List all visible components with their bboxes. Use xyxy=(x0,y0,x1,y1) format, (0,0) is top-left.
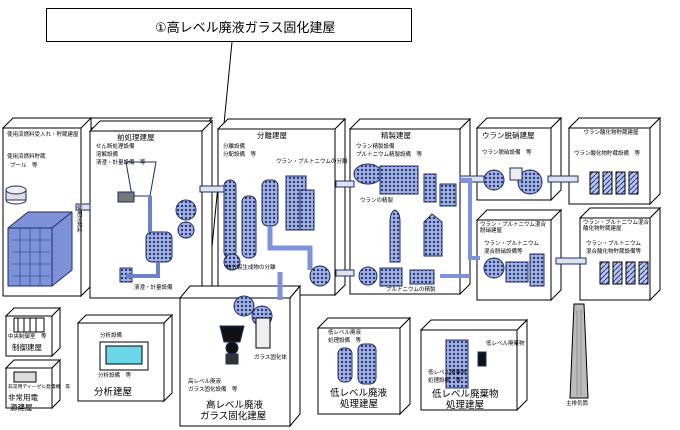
analysis-eq2: 分析設備 等 xyxy=(98,373,132,379)
upu-oxide-storage-eq2: 混合酸化物貯蔵設備等 xyxy=(586,249,642,255)
control-small-label: 中央制御室 等 xyxy=(8,334,47,340)
building-boxes xyxy=(1,116,662,428)
u-denitration-building-title: ウラン脱硝建屋 xyxy=(482,131,535,140)
separation-note2: 核分裂生成物の分離 xyxy=(226,265,276,271)
llw-solid-building-title-2: 処理建屋 xyxy=(446,400,485,411)
callout-box: ①高レベル廃液ガラス固化建屋 xyxy=(46,8,412,42)
separation-note1: ウラン・プルトニウムの分離 xyxy=(276,159,348,165)
u-oxide-storage-eq1: ウラン酸化物貯蔵設備 等 xyxy=(574,151,641,157)
hlw-eq2: ガラス固化設備 等 xyxy=(188,387,238,393)
pretreatment-building-title: 前処理建屋 xyxy=(117,133,155,142)
upu-oxide-storage-eq1: ウラン・プルトニウム xyxy=(586,241,642,247)
analysis-eq1: 分析設備 xyxy=(100,333,123,339)
upu-oxide-storage-building-title: ウラン・プルトニウム混合酸化物貯蔵建屋 xyxy=(583,220,650,232)
hlw-building-title-2: ガラス固化建屋 xyxy=(200,411,267,422)
u-denitration-eq1: ウラン脱硝設備 等 xyxy=(482,150,532,156)
emergency-building-title-2: 源建屋 xyxy=(10,403,33,412)
pretreatment-eq2: 溶解設備 xyxy=(96,152,119,158)
llw-liquid-building-title-2: 処理建屋 xyxy=(340,399,379,410)
control-building-title: 制御建屋 xyxy=(12,343,42,352)
equipment-graphics xyxy=(5,161,649,399)
separation-building-title: 分離建屋 xyxy=(257,131,287,140)
hlw-note: ガラス固化体 xyxy=(254,355,287,361)
llw-solid-eq1: 低レベル廃棄物 xyxy=(428,370,467,376)
llw-solid-eq2: 処理設備 等 xyxy=(428,378,462,384)
upu-denitration-eq1: ウラン・プルトニウム xyxy=(484,241,540,247)
emergency-small-label: 非常用ディーゼル発電機 等 xyxy=(8,385,71,390)
hlw-building-title-1: 高レベル廃液 xyxy=(206,400,264,411)
callout-title: ①高レベル廃液ガラス固化建屋 xyxy=(155,21,336,36)
llw-liquid-eq1: 低レベル廃液 xyxy=(328,330,362,336)
analysis-building-title: 分析建屋 xyxy=(94,387,133,398)
spent-fuel-eq1: 使用済燃料貯蔵 xyxy=(7,154,46,160)
purification-note1: ウランの精製 xyxy=(360,198,394,204)
purification-note2: プルトニウムの精製 xyxy=(386,287,436,293)
u-oxide-storage-building-title: ウラン酸化物貯蔵建屋 xyxy=(583,130,639,136)
hlw-eq1: 高レベル廃液 xyxy=(188,379,222,385)
pretreatment-eq3: 清澄・計量設備 等 xyxy=(96,160,146,166)
stack-label: 主排気筒 xyxy=(566,401,589,407)
spent-fuel-side-label: 使用済燃料 xyxy=(75,205,82,233)
llw-solid-building-title-1: 低レベル廃棄物 xyxy=(432,389,499,400)
llw-liquid-building-title-1: 低レベル廃液 xyxy=(330,388,388,399)
purification-building-title: 精製建屋 xyxy=(381,131,411,140)
spent-fuel-eq2: プール 等 xyxy=(10,163,38,169)
llw-liquid-eq2: 処理設備 等 xyxy=(328,338,362,344)
spent-fuel-building-title: 使用済燃料受入れ・貯蔵建屋 xyxy=(7,132,79,138)
llw-solid-note: 低レベル廃棄物 xyxy=(486,341,525,347)
separation-eq2: 分配設備 等 xyxy=(223,152,257,158)
pretreatment-note: 清澄・計量設備 xyxy=(134,285,173,291)
purification-eq2: プルトニウム精製設備 等 xyxy=(356,152,423,158)
pretreatment-eq1: せん断処理設備 xyxy=(96,144,135,150)
emergency-building-title-1: 非常用電 xyxy=(8,393,38,402)
purification-eq1: ウラン精製設備 xyxy=(356,144,395,150)
upu-denitration-building-title: ウラン・プルトニウム混合脱硝建屋 xyxy=(480,222,547,234)
upu-denitration-eq2: 混合脱硝設備等 xyxy=(484,249,523,255)
separation-eq1: 分離設備 xyxy=(223,144,246,150)
